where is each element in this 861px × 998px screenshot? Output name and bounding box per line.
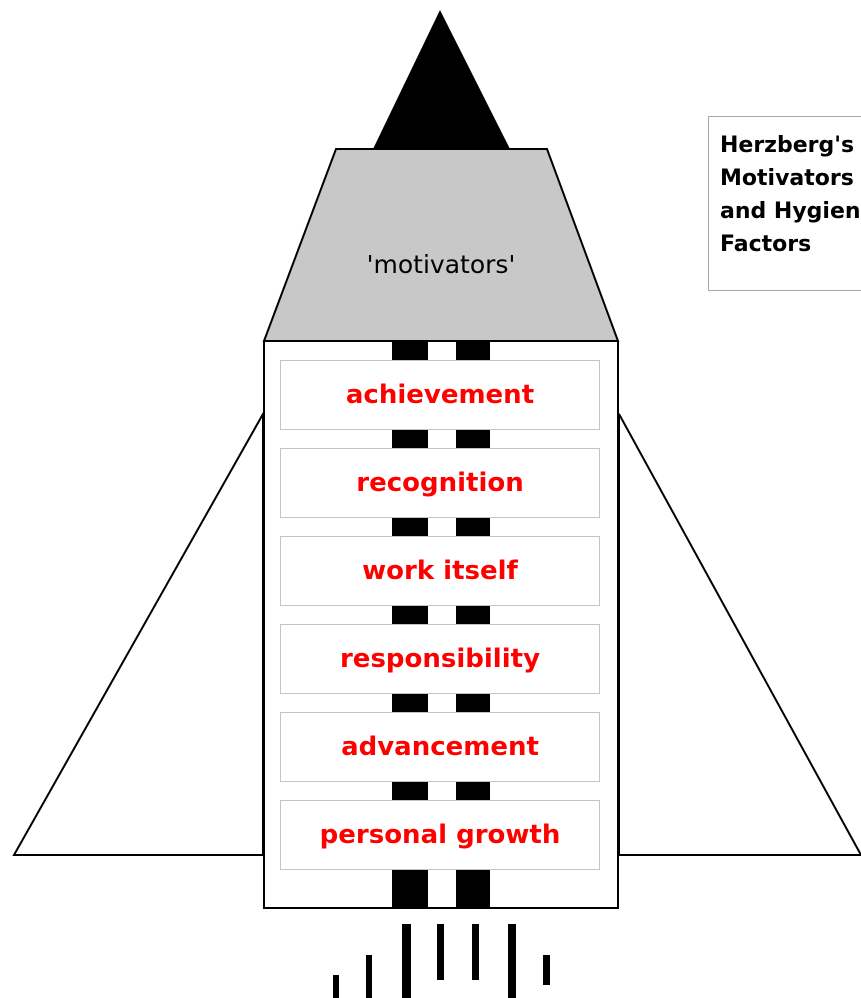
- factor-box-responsibility: responsibility: [280, 624, 600, 694]
- exhaust-line: [437, 924, 444, 980]
- rail-segment: [456, 694, 490, 712]
- rail-segment: [456, 870, 490, 907]
- rail-segment: [392, 870, 428, 907]
- rail-segment: [456, 342, 490, 360]
- factor-box-work-itself: work itself: [280, 536, 600, 606]
- rail-segment: [456, 430, 490, 448]
- rail-segment: [392, 342, 428, 360]
- rail-segment: [456, 606, 490, 624]
- rail-segment: [392, 606, 428, 624]
- exhaust-lines: [333, 924, 550, 998]
- exhaust-line: [333, 975, 339, 998]
- rail-segment: [392, 694, 428, 712]
- factor-box-advancement: advancement: [280, 712, 600, 782]
- motivators-label: 'motivators': [366, 250, 516, 279]
- rail-segment: [456, 518, 490, 536]
- left-fin: [12, 410, 264, 856]
- factor-box-recognition: recognition: [280, 448, 600, 518]
- ladder-rails: [392, 342, 490, 907]
- nose-cone: [373, 10, 510, 149]
- rail-segment: [392, 782, 428, 800]
- exhaust-line: [472, 924, 479, 980]
- rail-segment: [456, 782, 490, 800]
- rail-segment: [392, 518, 428, 536]
- exhaust-line: [402, 924, 411, 998]
- rail-segment: [392, 430, 428, 448]
- factor-box-personal-growth: personal growth: [280, 800, 600, 870]
- exhaust-line: [543, 955, 550, 985]
- exhaust-line: [366, 955, 372, 998]
- title-box: Herzberg's Motivators and Hygiene Factor…: [708, 116, 861, 291]
- factor-box-achievement: achievement: [280, 360, 600, 430]
- right-fin: [618, 413, 861, 856]
- exhaust-line: [508, 924, 516, 998]
